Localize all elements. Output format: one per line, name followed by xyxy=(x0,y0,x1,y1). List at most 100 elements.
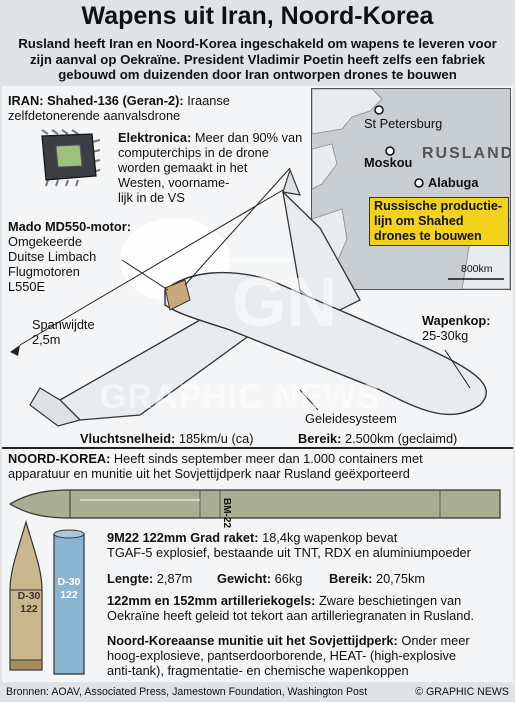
nk-line: Heeft sinds september meer dan 1.000 con… xyxy=(110,451,423,466)
map-land-northwest xyxy=(312,89,383,135)
grad-rocket-label: 9M22 122mm Grad raket: xyxy=(107,530,259,545)
section-divider xyxy=(2,447,513,449)
soviet-label: Noord-Koreaanse munitie uit het Sovjetti… xyxy=(107,633,398,648)
callout-line: drones te bouwen xyxy=(374,229,482,243)
electronics-line: computerchips in de drone xyxy=(118,145,269,160)
range-label: Bereik: xyxy=(298,431,342,446)
moskou-marker xyxy=(385,146,395,156)
artillery-line: Zware beschietingen van xyxy=(315,593,462,608)
chip-icon xyxy=(41,129,101,187)
warhead-note: Wapenkop: 25-30kg xyxy=(422,313,490,343)
soviet-munitions-note: Noord-Koreaanse munitie uit het Sovjetti… xyxy=(107,633,512,678)
spec-weight: Gewicht: 66kg xyxy=(217,571,302,586)
footer-sources: Bronnen: AOAV, Associated Press, Jamesto… xyxy=(6,686,368,698)
electronics-leader xyxy=(184,167,291,286)
spec-label: Lengte: xyxy=(107,571,154,586)
watermark-logo: GN xyxy=(232,263,337,341)
st-petersburg-marker xyxy=(374,105,384,115)
rocket-body xyxy=(8,489,501,519)
wingspan-line xyxy=(19,189,284,346)
shell-tan-marking: D-30 122 xyxy=(13,590,45,616)
wingspan-arrow xyxy=(10,345,20,356)
guidance-leader xyxy=(299,389,319,411)
artillery-line: Oekraïne heeft geleid tot tekort aan art… xyxy=(107,608,475,623)
drone-wing-right xyxy=(282,190,361,316)
iran-subheading: zelfdetonerende aanvalsdrone xyxy=(8,108,181,123)
rocket-marking: BM-22 xyxy=(221,498,232,529)
grad-rocket-specs: Lengte: 2,87m Gewicht: 66kg Bereik: 20,7… xyxy=(107,571,512,586)
engine-line: L550E xyxy=(8,279,46,294)
drone-engine xyxy=(164,279,191,311)
artillery-note: 122mm en 152mm artilleriekogels: Zware b… xyxy=(107,593,512,623)
electronics-line: lijk in de VS xyxy=(118,190,185,205)
speed-label: Vluchtsnelheid: xyxy=(80,431,176,446)
soviet-line: anti-tank), fragmentatie- en chemische w… xyxy=(107,663,409,678)
electronics-line: Westen, voorname- xyxy=(118,175,230,190)
nk-heading: NOORD-KOREA: xyxy=(8,451,111,466)
drone-winglet-left xyxy=(29,387,82,427)
iran-heading: IRAN: Shahed-136 (Geran-2): Iraanse xyxy=(8,93,308,108)
callout-line: Russische productie- xyxy=(374,199,503,213)
callout-line: lijn om Shahed xyxy=(374,214,464,228)
electronics-line: worden gemaakt in het xyxy=(118,160,248,175)
city-label-st-petersburg: St Petersburg xyxy=(364,116,443,131)
shell-blue-marking-line: 122 xyxy=(60,589,78,601)
spec-value: 66kg xyxy=(271,571,303,586)
electronics-note: Elektronica: Meer dan 90% van computerch… xyxy=(118,130,318,205)
artillery-shells-illustration xyxy=(9,520,85,675)
guidance-label: Geleidesysteem xyxy=(305,411,397,426)
page-title: Wapens uit Iran, Noord-Korea xyxy=(81,2,434,30)
warhead-label: Wapenkop: xyxy=(422,313,491,328)
spec-value: 20,75km xyxy=(372,571,426,586)
iran-heading-label: IRAN: Shahed-136 (Geran-2): xyxy=(8,93,184,108)
engine-line: Omgekeerde xyxy=(8,234,82,249)
watermark-text: GRAPHIC NEWS xyxy=(100,378,381,416)
speed-value: 185km/u (ca) xyxy=(175,431,254,446)
spec-length: Lengte: 2,87m xyxy=(107,571,192,586)
drone-fuselage xyxy=(164,271,487,416)
grad-rocket-illustration xyxy=(8,489,501,519)
shell-tan-marking-line: D-30 xyxy=(17,590,41,602)
spec-value: 2,87m xyxy=(153,571,193,586)
artillery-label: 122mm en 152mm artilleriekogels: xyxy=(107,593,316,608)
nk-intro: NOORD-KOREA: Heeft sinds september meer … xyxy=(8,451,508,481)
footer: Bronnen: AOAV, Associated Press, Jamesto… xyxy=(0,683,515,702)
map-land-west xyxy=(312,143,338,190)
scale-label: 800km xyxy=(461,263,493,275)
warhead-leader xyxy=(444,349,471,389)
range-value: 2.500km (geclaimd) xyxy=(341,431,458,446)
drone-illustration xyxy=(10,167,487,427)
spec-label: Bereik: xyxy=(329,571,373,586)
wingspan-value: 2,5m xyxy=(32,332,61,347)
shell-blue-marking: D-30 122 xyxy=(54,576,84,602)
iran-heading-rest: Iraanse xyxy=(183,93,230,108)
russia-map: St Petersburg Moskou Alabuga RUSLAND Rus… xyxy=(311,88,511,290)
soviet-line: hoog-explosieve, pantserdoorborende, HEA… xyxy=(107,648,457,663)
wingspan-note: Spanwijdte 2,5m xyxy=(32,317,95,347)
warhead-value: 25-30kg xyxy=(422,328,469,343)
engine-label: Mado MD550-motor: xyxy=(8,219,131,234)
page-subtitle: Rusland heeft Iran en Noord-Korea ingesc… xyxy=(18,36,497,82)
spec-range: Bereik: 20,75km xyxy=(329,571,425,586)
engine-line: Duitse Limbach xyxy=(8,249,97,264)
grad-rocket-note: 9M22 122mm Grad raket: 18,4kg wapenkop b… xyxy=(107,530,512,560)
city-label-moskou: Moskou xyxy=(364,155,413,170)
footer-copyright: © GRAPHIC NEWS xyxy=(415,686,509,698)
north-korea-panel xyxy=(2,446,513,682)
production-callout: Russische productie- lijn om Shahed dron… xyxy=(369,197,509,246)
engine-leader xyxy=(121,259,169,291)
shell-blue xyxy=(53,533,85,675)
grad-rocket-line: 18,4kg wapenkop bevat xyxy=(258,530,398,545)
electronics-line: Meer dan 90% van xyxy=(191,130,303,145)
spec-label: Gewicht: xyxy=(217,571,272,586)
nk-line: apparatuur en munitie uit het Sovjettijd… xyxy=(8,466,410,481)
speed-stat: Vluchtsnelheid: 185km/u (ca) xyxy=(80,431,254,446)
country-label: RUSLAND xyxy=(422,145,511,162)
grad-rocket-line: TGAF-5 explosief, bestaande uit TNT, RDX… xyxy=(107,545,471,560)
alabuga-marker xyxy=(414,178,424,188)
wingspan-label: Spanwijdte xyxy=(32,317,95,332)
soviet-line: Onder meer xyxy=(397,633,470,648)
shell-tan-marking-line: 122 xyxy=(20,603,38,615)
drone-winglet-right xyxy=(282,168,301,196)
electronics-label: Elektronica: xyxy=(118,130,192,145)
